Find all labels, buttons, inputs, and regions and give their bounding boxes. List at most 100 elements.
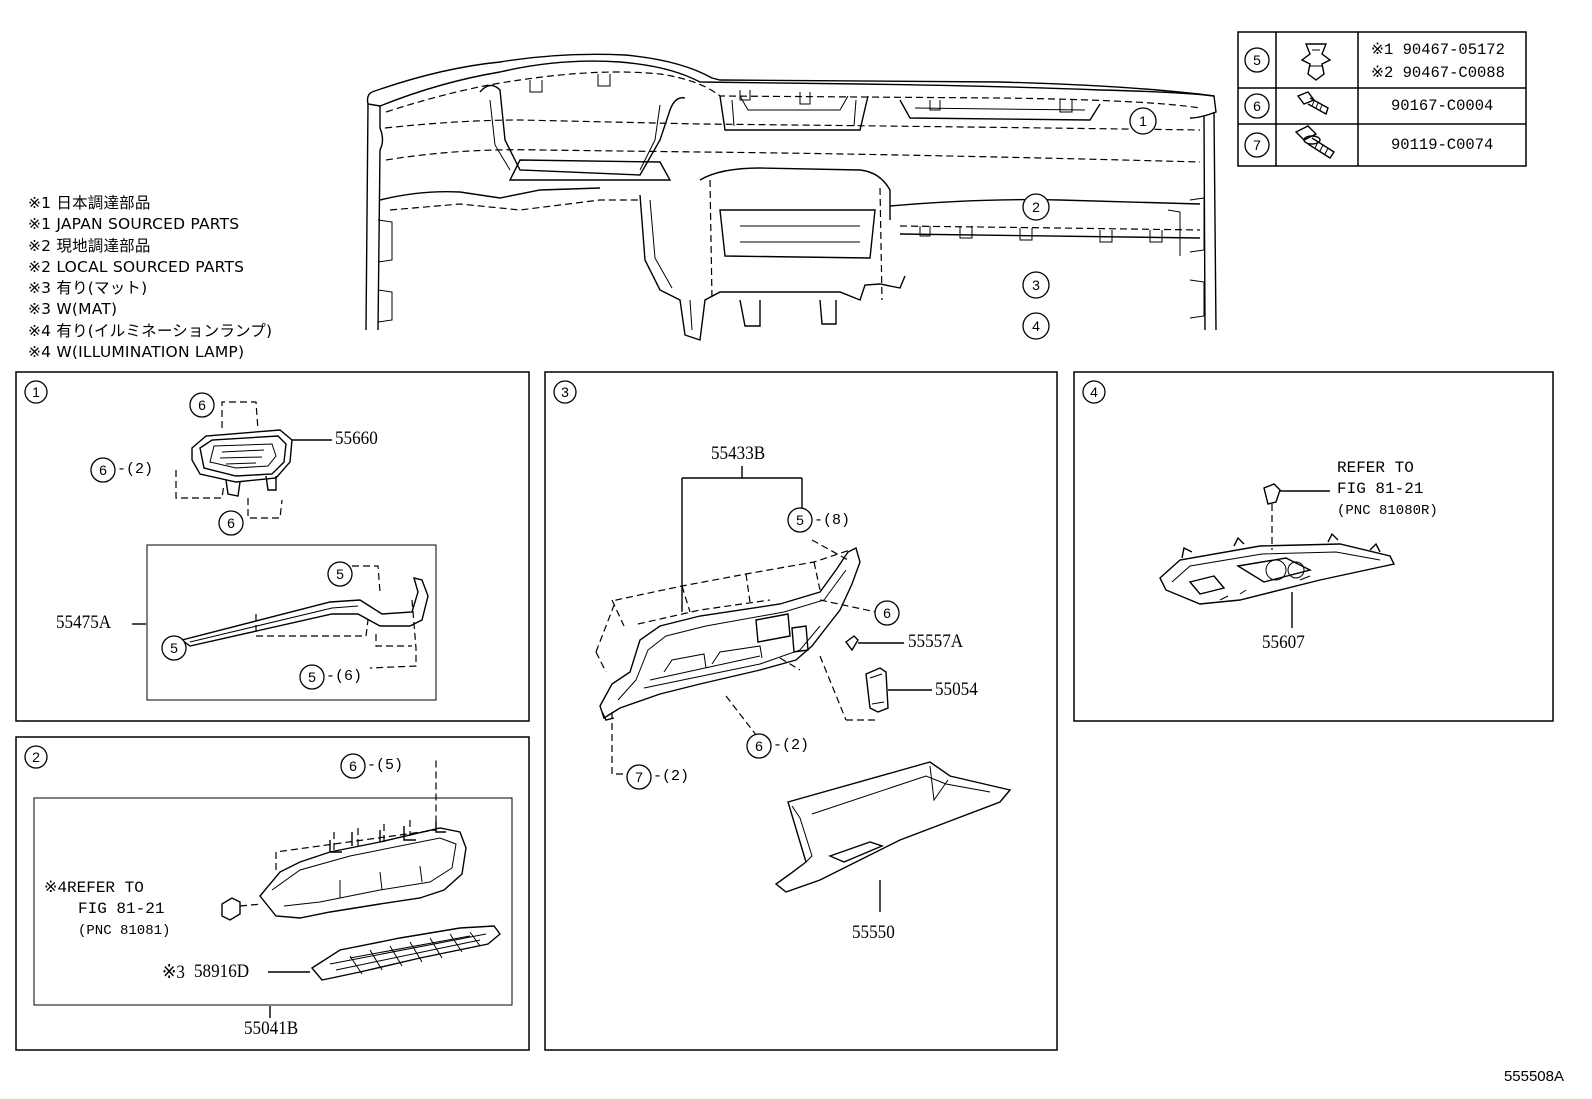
figure-number: 555508A [1503, 1068, 1564, 1085]
part-number-55433B[interactable]: 55433B [711, 443, 766, 464]
mat-mark: ※3 [162, 962, 185, 983]
svg-text:6: 6 [1253, 98, 1261, 114]
refer-note-panel2[interactable]: ※4REFER TO FIG 81-21 (PNC 81081) [44, 878, 170, 942]
overview-callout-4: 4 [1022, 312, 1050, 340]
fastener-part-5-local[interactable]: ※2 90467-C0088 [1371, 64, 1505, 82]
panel-4-index: 4 [1082, 380, 1106, 404]
part-number-58916D[interactable]: 58916D [194, 961, 250, 982]
part-number-55041B[interactable]: 55041B [244, 1018, 299, 1039]
refer-line2: FIG 81-21 [1337, 480, 1424, 498]
refer-line1: REFER TO [67, 879, 144, 897]
qty-6-panel1: -(2) [117, 461, 154, 478]
note-line: ※3 W(MAT) [28, 300, 118, 319]
lower-finish-panel-illustration [1159, 483, 1396, 628]
svg-text:2: 2 [32, 749, 40, 765]
part-number-55475A[interactable]: 55475A [56, 612, 112, 633]
panel-2-subframe [33, 797, 513, 1006]
glovebox-door-illustration [774, 761, 1012, 912]
svg-text:7: 7 [1253, 137, 1261, 153]
part-number-55607[interactable]: 55607 [1262, 632, 1305, 653]
svg-text:6: 6 [227, 515, 235, 531]
svg-text:5: 5 [336, 566, 344, 582]
callout-6-left: 6 [90, 457, 116, 483]
note-line: ※2 現地調達部品 [28, 236, 151, 255]
glovebox-door-frame-illustration [595, 466, 877, 775]
lower-center-panel-illustration [259, 758, 467, 1018]
svg-text:4: 4 [1032, 318, 1040, 334]
panel-4-frame [1073, 371, 1554, 722]
bolt-flange-icon [1294, 125, 1335, 159]
panel-3-index: 3 [553, 380, 577, 404]
fastener-part-5-japan[interactable]: ※1 90467-05172 [1371, 41, 1505, 59]
fastener-part-7[interactable]: 90119-C0074 [1391, 136, 1494, 154]
cluster-finish-panel-illustration [175, 401, 332, 519]
fastener-table: 5 6 7 [1237, 31, 1527, 167]
panel-1-subframe [146, 544, 437, 701]
refer-pnc: (PNC 81080R) [1337, 503, 1438, 519]
qty-6-panel2: -(5) [367, 757, 404, 774]
part-number-55054[interactable]: 55054 [935, 679, 978, 700]
svg-text:3: 3 [561, 384, 569, 400]
cluster-trim-strip-illustration [132, 565, 429, 669]
callout-5-panel3: 5 [787, 507, 813, 533]
part-number-55660[interactable]: 55660 [335, 428, 378, 449]
panel-1-index: 1 [24, 380, 48, 404]
note-line: ※3 有り(マット) [28, 279, 148, 298]
svg-text:6: 6 [349, 758, 357, 774]
glovebox-damper-illustration [845, 635, 904, 652]
panel-2-frame [15, 736, 530, 1051]
svg-text:1: 1 [32, 384, 40, 400]
glovebox-lamp-illustration [819, 655, 932, 721]
svg-text:6: 6 [755, 738, 763, 754]
refer-line2: FIG 81-21 [78, 900, 165, 918]
callout-6-right-panel3: 6 [874, 600, 900, 626]
callout-5-left: 5 [161, 635, 187, 661]
dashboard-overview-illustration [365, 53, 1217, 341]
svg-text:6: 6 [198, 397, 206, 413]
refer-mark: ※4 [44, 879, 68, 897]
callout-5-bottom: 5 [299, 664, 325, 690]
svg-text:5: 5 [308, 669, 316, 685]
note-line: ※4 W(ILLUMINATION LAMP) [28, 343, 245, 362]
qty-5-panel3: -(8) [814, 512, 851, 529]
callout-6-panel2: 6 [340, 753, 366, 779]
callout-6-bottom-panel3: 6 [746, 733, 772, 759]
svg-text:2: 2 [1032, 199, 1040, 215]
note-line: ※1 日本調達部品 [28, 194, 151, 212]
svg-text:5: 5 [796, 512, 804, 528]
note-line: ※4 有り(イルミネーションランプ) [28, 321, 273, 340]
bolt-icon [1296, 91, 1329, 116]
svg-text:6: 6 [883, 605, 891, 621]
refer-pnc: (PNC 81081) [78, 923, 171, 939]
svg-text:3: 3 [1032, 277, 1040, 293]
svg-text:4: 4 [1090, 384, 1098, 400]
glovebox-mat-illustration [268, 925, 501, 981]
illumination-lamp-small-illustration [221, 897, 263, 921]
svg-text:6: 6 [99, 462, 107, 478]
overview-callout-1: 1 [1129, 107, 1157, 135]
note-line: ※2 LOCAL SOURCED PARTS [28, 257, 245, 276]
callout-5-top: 5 [327, 561, 353, 587]
qty-6-panel3: -(2) [773, 737, 810, 754]
svg-text:5: 5 [170, 640, 178, 656]
footnotes: ※1 日本調達部品 ※1 JAPAN SOURCED PARTS ※2 現地調達… [28, 193, 272, 363]
part-number-55557A[interactable]: 55557A [908, 631, 964, 652]
callout-7-panel3: 7 [626, 764, 652, 790]
refer-note-panel4[interactable]: REFER TO FIG 81-21 (PNC 81080R) [1337, 458, 1438, 522]
qty-7-panel3: -(2) [653, 768, 690, 785]
svg-text:7: 7 [635, 769, 643, 785]
panel-2-index: 2 [24, 745, 48, 769]
overview-callout-2: 2 [1022, 193, 1050, 221]
svg-text:1: 1 [1139, 113, 1147, 129]
clip-icon [1300, 43, 1332, 81]
refer-line1: REFER TO [1337, 459, 1414, 477]
callout-6-bottom: 6 [218, 510, 244, 536]
fastener-part-6[interactable]: 90167-C0004 [1391, 97, 1494, 115]
qty-5-panel1: -(6) [326, 668, 363, 685]
callout-6-top: 6 [189, 392, 215, 418]
svg-text:5: 5 [1253, 52, 1261, 68]
note-line: ※1 JAPAN SOURCED PARTS [28, 215, 240, 234]
panel-3-frame [544, 371, 1058, 1051]
part-number-55550[interactable]: 55550 [852, 922, 895, 943]
